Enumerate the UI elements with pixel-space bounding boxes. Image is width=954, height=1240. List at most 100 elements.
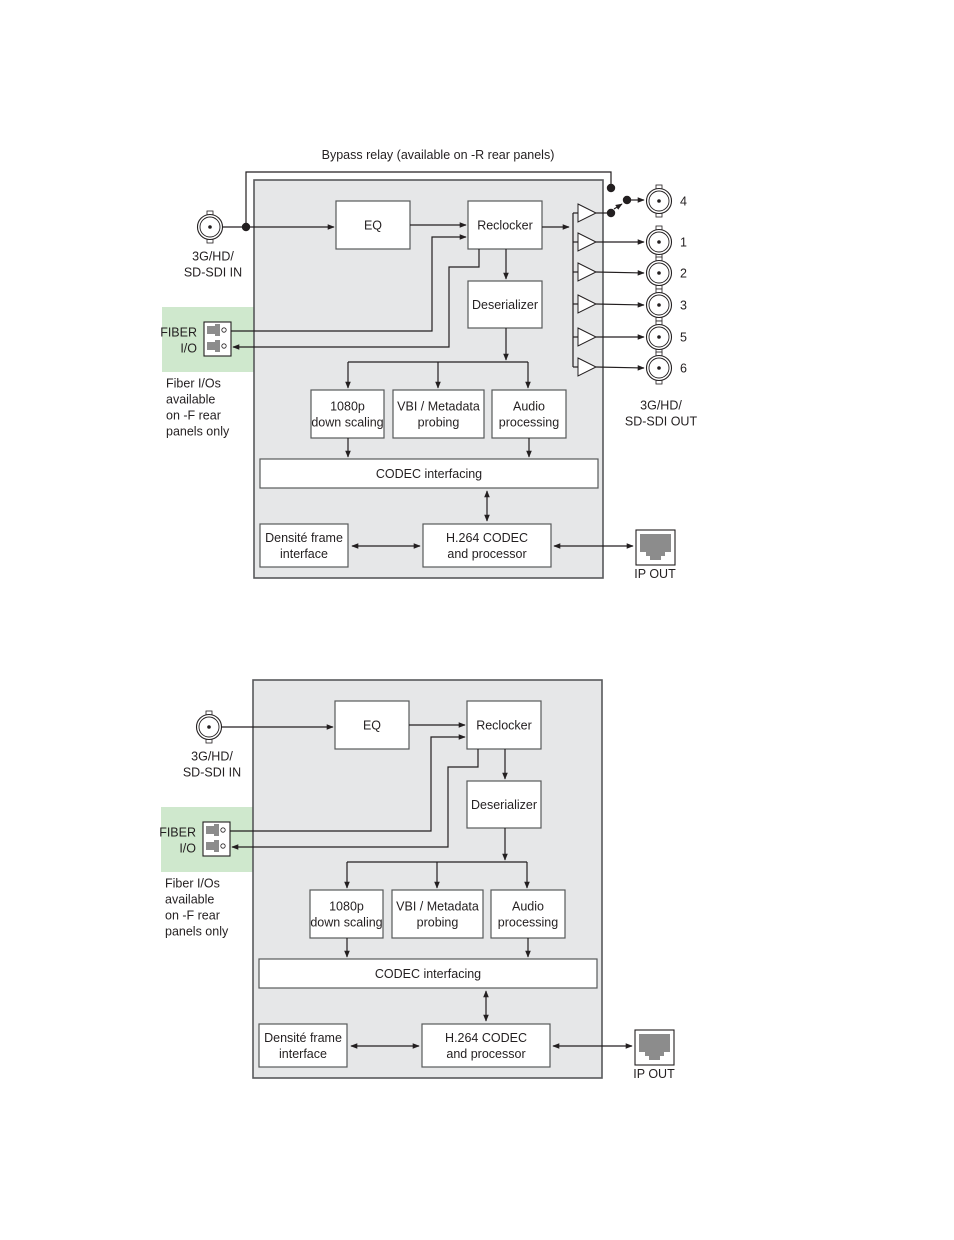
- sdi-in-label: SD-SDI IN: [183, 766, 241, 780]
- densite-frame-interface-block-label: Densité frame: [264, 1031, 342, 1045]
- sdi-out-label: 3G/HD/: [640, 399, 682, 413]
- fiber-availability-note: panels only: [165, 925, 229, 939]
- reclocker-block-label: Reclocker: [477, 219, 533, 233]
- reclocker-block-frame: [466, 700, 542, 750]
- fiber-io-label: I/O: [179, 842, 196, 856]
- codec-interfacing-block: CODEC interfacing: [259, 458, 599, 489]
- fiber-in-to-reclocker-arrow: [230, 734, 466, 832]
- fiber-availability-note: Fiber I/Os: [166, 377, 221, 391]
- deserializer-block-label: Deserializer: [472, 298, 538, 312]
- eq-block-label: EQ: [364, 219, 382, 233]
- sdi-out-arrow-6: [595, 365, 645, 371]
- fiber-port: [207, 324, 220, 336]
- densite-frame-interface-block-label: interface: [280, 547, 328, 561]
- fiber-port-ferrule: [221, 327, 227, 333]
- vbi-metadata-block-frame: [392, 389, 485, 439]
- fiber-availability-note: on -F rear: [165, 909, 220, 923]
- sdi-out-2-bnc-icon: [645, 256, 673, 290]
- reclocker-block: Reclocker: [467, 200, 543, 250]
- sdi-out-number-label: 4: [680, 195, 687, 209]
- h264-codec-block-label: and processor: [447, 547, 526, 561]
- fiber-availability-note: on -F rear: [166, 409, 221, 423]
- sdi-out-number-label: 5: [680, 331, 687, 345]
- sdi-out-1-bnc-icon: [645, 225, 673, 259]
- fiber-connector-icon: [202, 821, 231, 857]
- deserializer-block: Deserializer: [467, 280, 543, 329]
- deserializer-block-frame: [467, 280, 543, 329]
- bnc-pin: [208, 225, 212, 229]
- fiber-io-label: I/O: [180, 342, 197, 356]
- ethernet-jack: [639, 1034, 670, 1060]
- output-buffer-icon: [577, 327, 598, 347]
- vbi-metadata-block-frame: [391, 889, 484, 939]
- vbi-metadata-block-label: VBI / Metadata: [397, 400, 480, 414]
- eq-block-frame: [334, 700, 410, 750]
- fiber-in-to-reclocker-arrow: [231, 234, 467, 332]
- vbi-metadata-block: VBI / Metadata probing: [392, 389, 485, 439]
- sdi-out-number-label: 3: [680, 299, 687, 313]
- vbi-metadata-block-label: probing: [418, 416, 460, 430]
- densite-frame-interface-block-frame: [258, 1023, 348, 1068]
- eq-block: EQ: [334, 700, 410, 750]
- relay-output-dot: [622, 195, 632, 205]
- fiber-port-ferrule: [220, 827, 226, 833]
- sdi-out-number-label: 1: [680, 236, 687, 250]
- card-panel: [252, 679, 603, 1079]
- eq-block-frame: [335, 200, 411, 250]
- bnc-pin: [657, 366, 661, 370]
- downscaling-block-frame: [309, 889, 384, 939]
- bnc-pin: [657, 240, 661, 244]
- codec-interfacing-block-label: CODEC interfacing: [376, 467, 482, 481]
- eq-block: EQ: [335, 200, 411, 250]
- card-panel: [253, 179, 604, 579]
- codec-interfacing-block-label: CODEC interfacing: [375, 967, 481, 981]
- relay-contact-dot: [606, 208, 616, 218]
- codec-interfacing-block: CODEC interfacing: [258, 958, 598, 989]
- bnc-pin: [657, 199, 661, 203]
- sdi-out-3-bnc-icon: [645, 288, 673, 322]
- sdi-out-5-bnc-icon: [645, 320, 673, 354]
- audio-processing-block-label: processing: [499, 416, 559, 430]
- fiber-port: [207, 340, 220, 352]
- fiber-io-label: FIBER: [160, 326, 197, 340]
- deserializer-block: Deserializer: [466, 780, 542, 829]
- sdi-out-4-bnc-icon: [645, 184, 673, 218]
- fiber-availability-note: panels only: [166, 425, 230, 439]
- h264-codec-block: H.264 CODEC and processor: [422, 523, 552, 568]
- fiber-port-ferrule: [221, 343, 227, 349]
- sdi-out-arrow-2: [595, 270, 645, 276]
- ethernet-port-icon: [635, 529, 676, 566]
- bypass-dot: [606, 183, 616, 193]
- ethernet-jack: [640, 534, 671, 560]
- reclocker-to-fiber-out-arrow: [232, 249, 480, 350]
- fiber-port: [206, 824, 219, 836]
- output-buffer-icon: [577, 262, 598, 282]
- fiber-io-label: FIBER: [159, 826, 196, 840]
- diagram-with-bypass: Bypass relay (available on -R rear panel…: [160, 148, 697, 581]
- vbi-metadata-block-label: probing: [417, 916, 459, 930]
- ip-out-label: IP OUT: [634, 567, 676, 581]
- sdi-out-number-label: 6: [680, 362, 687, 376]
- bnc-pin: [657, 335, 661, 339]
- h264-codec-block-label: H.264 CODEC: [446, 531, 528, 545]
- output-buffer-icon: [577, 294, 598, 314]
- h264-codec-block-label: H.264 CODEC: [445, 1031, 527, 1045]
- vbi-metadata-block-label: VBI / Metadata: [396, 900, 479, 914]
- bnc-pin: [657, 303, 661, 307]
- eq-block-label: EQ: [363, 719, 381, 733]
- audio-processing-block-frame: [490, 889, 566, 939]
- fiber-availability-note: available: [165, 893, 214, 907]
- sdi-in-label: 3G/HD/: [191, 750, 233, 764]
- audio-processing-block-label: Audio: [513, 400, 545, 414]
- deserializer-block-label: Deserializer: [471, 798, 537, 812]
- output-buffer-icon: [577, 232, 598, 252]
- codec-interfacing-block-frame: [258, 958, 598, 989]
- densite-frame-interface-block-frame: [259, 523, 349, 568]
- audio-processing-block: Audio processing: [491, 389, 567, 439]
